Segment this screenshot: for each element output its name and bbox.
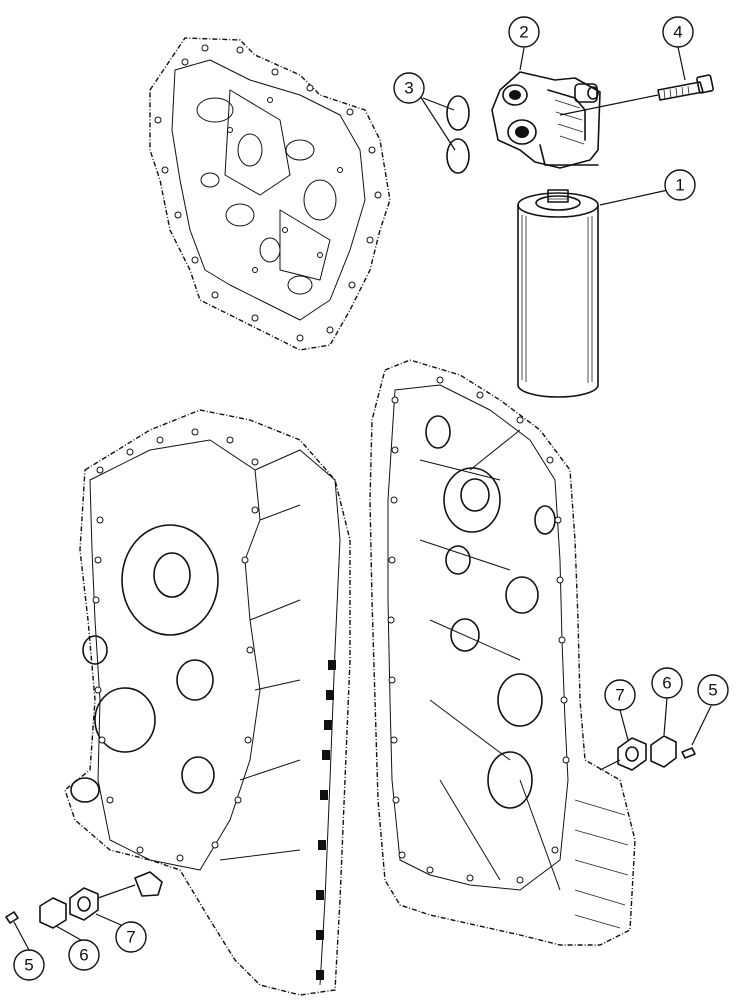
svg-text:5: 5 [24, 956, 33, 975]
callout-5-right: 5 [697, 674, 729, 706]
svg-text:6: 6 [79, 946, 88, 965]
svg-text:2: 2 [519, 23, 528, 42]
cap-screw [559, 74, 714, 116]
callout-1: 1 [664, 169, 696, 201]
right-cover-assembly [599, 735, 696, 771]
valve-body-plate [149, 37, 391, 351]
callout-4: 4 [662, 16, 694, 48]
svg-text:5: 5 [708, 681, 717, 700]
svg-text:6: 6 [662, 674, 671, 693]
filter-head [491, 71, 601, 169]
callout-7-left: 7 [115, 921, 147, 953]
svg-text:4: 4 [673, 23, 682, 42]
left-housing [64, 409, 351, 996]
svg-text:7: 7 [615, 686, 624, 705]
callout-6-right: 6 [651, 667, 683, 699]
callout-3: 3 [393, 72, 425, 104]
o-rings [446, 95, 470, 174]
callout-7-right: 7 [604, 679, 636, 711]
callout-6-left: 6 [68, 939, 100, 971]
svg-text:3: 3 [404, 79, 413, 98]
svg-text:1: 1 [675, 176, 684, 195]
callout-5-left: 5 [13, 949, 45, 981]
filter-cartridge [517, 189, 599, 398]
svg-text:7: 7 [126, 928, 135, 947]
callout-leaders [13, 46, 712, 951]
left-cover-assembly [5, 884, 136, 929]
callout-2: 2 [508, 16, 540, 48]
right-housing [369, 359, 636, 946]
